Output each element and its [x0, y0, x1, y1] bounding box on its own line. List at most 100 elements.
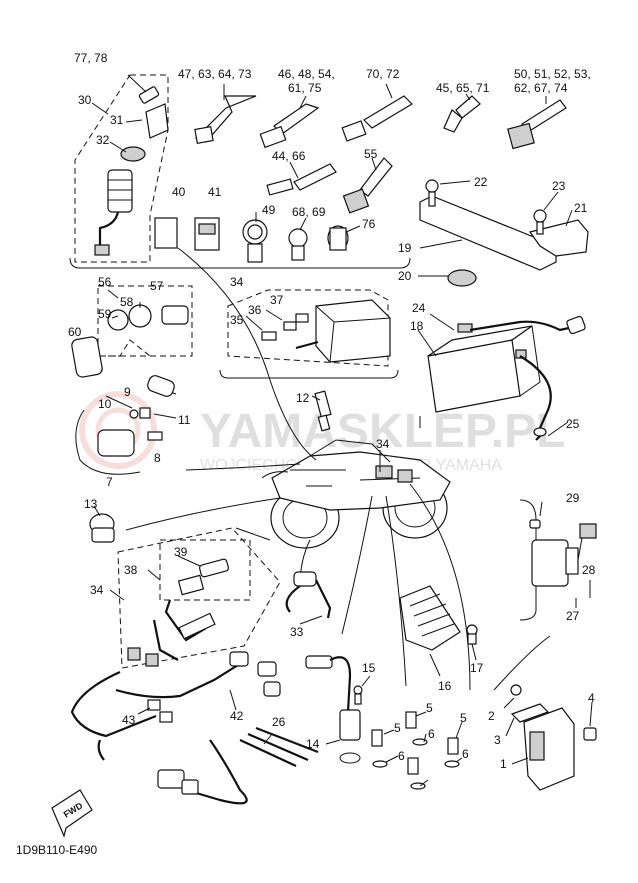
label-5-c: 5: [460, 711, 467, 725]
label-17: 17: [470, 661, 484, 675]
plug-parts: [371, 711, 463, 790]
label-59: 59: [98, 307, 112, 321]
label-61: 61, 75: [288, 81, 322, 95]
label-10: 10: [98, 397, 112, 411]
label-18: 18: [410, 319, 424, 333]
cable-band-45: [443, 95, 481, 133]
label-34-center: 34: [376, 437, 390, 451]
label-13: 13: [84, 497, 98, 511]
starter-relay-group: [529, 501, 597, 608]
label-55: 55: [364, 147, 378, 161]
label-39: 39: [174, 545, 188, 559]
label-70: 70, 72: [366, 67, 400, 81]
label-21: 21: [574, 201, 588, 215]
label-36: 36: [248, 303, 262, 317]
atv-vehicle: [261, 439, 451, 549]
label-33: 33: [290, 625, 304, 639]
control-box-group: [219, 289, 399, 379]
label-32: 32: [96, 133, 110, 147]
label-40: 40: [172, 185, 186, 199]
label-12: 12: [296, 391, 310, 405]
ecu-group: [503, 684, 597, 791]
label-47: 47, 63, 64, 73: [178, 67, 252, 81]
label-9: 9: [124, 385, 131, 399]
watermark: YAMASKLEP.PL WOJCIECHOWSKI – PARTNER YAM…: [79, 391, 565, 474]
label-26: 26: [272, 715, 286, 729]
label-37: 37: [270, 293, 284, 307]
watermark-brand: YAMASKLEP.PL: [200, 405, 565, 458]
label-23: 23: [552, 179, 566, 193]
label-46: 46, 48, 54,: [278, 67, 335, 81]
label-62: 62, 67, 74: [514, 81, 568, 95]
main-harness-group: [70, 651, 281, 761]
label-6-c: 6: [462, 747, 469, 761]
label-6-a: 6: [398, 749, 405, 763]
label-35: 35: [230, 313, 244, 327]
label-14: 14: [306, 737, 320, 751]
label-20: 20: [398, 269, 412, 283]
label-50: 50, 51, 52, 53,: [514, 67, 591, 81]
relay-40: [154, 217, 178, 249]
label-11: 11: [178, 413, 191, 427]
label-60: 60: [68, 325, 82, 339]
clamp-49: [242, 219, 268, 263]
label-6-b: 6: [428, 727, 435, 741]
label-45: 45, 65, 71: [436, 81, 490, 95]
battery-group: [417, 313, 586, 441]
spark-plug: [311, 390, 332, 432]
label-1: 1: [500, 757, 507, 771]
label-30: 30: [78, 93, 92, 107]
leader-lines: [125, 247, 551, 691]
label-25: 25: [566, 417, 580, 431]
label-7: 7: [106, 475, 113, 489]
label-49: 49: [262, 203, 276, 217]
cable-band-46: [259, 103, 320, 149]
label-16: 16: [438, 679, 452, 693]
diagram-code: 1D9B110-E490: [16, 843, 97, 857]
top-parts-group: [69, 74, 567, 269]
cable-band-55: [342, 157, 393, 214]
label-22: 22: [474, 175, 488, 189]
label-38: 38: [124, 563, 138, 577]
clamp-68: [288, 228, 308, 261]
sensor-13: [89, 505, 115, 543]
label-42: 42: [230, 709, 244, 723]
rectifier-16: [399, 585, 478, 677]
label-5-a: 5: [394, 721, 401, 735]
label-44: 44, 66: [272, 149, 306, 163]
lead-harness-26: [157, 726, 319, 805]
label-15: 15: [362, 661, 376, 675]
main-switch-key: [138, 86, 169, 139]
label-34-lower: 34: [90, 583, 104, 597]
label-29: 29: [566, 491, 580, 505]
label-4: 4: [588, 691, 595, 705]
cable-band-47: [194, 95, 257, 144]
label-28: 28: [582, 563, 596, 577]
label-27: 27: [566, 609, 580, 623]
label-3: 3: [494, 733, 501, 747]
switch-33: [285, 571, 332, 625]
label-43: 43: [122, 713, 136, 727]
sensor-14: [305, 655, 371, 764]
cable-band-44: [266, 163, 337, 196]
label-5-b: 5: [426, 701, 433, 715]
label-24: 24: [412, 301, 426, 315]
label-31: 31: [110, 113, 124, 127]
lower-harness-box: [109, 527, 281, 669]
main-switch: [94, 169, 133, 256]
label-58: 58: [120, 295, 134, 309]
label-77-78: 77, 78: [74, 51, 108, 65]
label-8: 8: [154, 451, 161, 465]
label-34-upper: 34: [230, 275, 244, 289]
label-57: 57: [150, 279, 164, 293]
label-76: 76: [362, 217, 376, 231]
cable-band-70: [341, 95, 413, 142]
parts-56-group: [71, 285, 193, 378]
label-2: 2: [488, 709, 495, 723]
ignition-coil-group: [75, 375, 177, 475]
label-68: 68, 69: [292, 205, 326, 219]
label-19: 19: [398, 241, 412, 255]
label-56: 56: [98, 275, 112, 289]
forward-arrow-icon: FWD: [51, 789, 93, 838]
